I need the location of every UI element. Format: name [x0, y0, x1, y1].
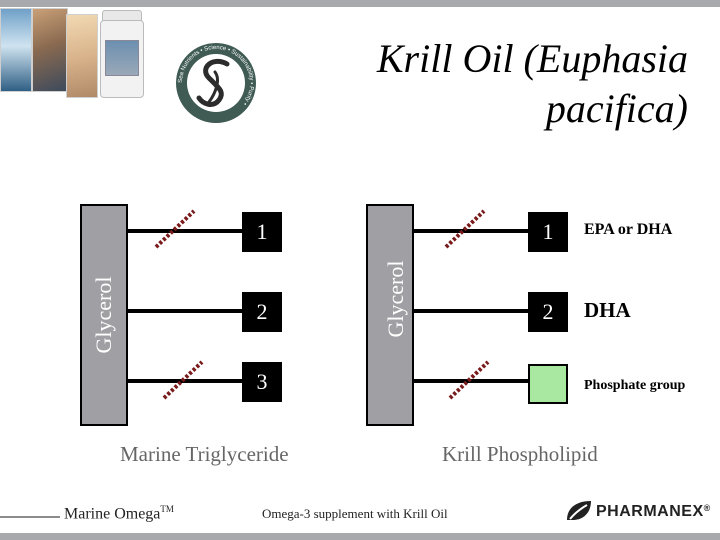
footer-trademark: TM	[160, 504, 174, 514]
top-accent-bar	[0, 0, 720, 7]
bottom-left-rule	[0, 516, 60, 518]
group-photo	[32, 8, 68, 92]
phospholipid-glycerol-label: Glycerol	[383, 199, 409, 399]
page-title: Krill Oil (Euphasia pacifica)	[290, 34, 688, 134]
triglyceride-chain-2-box: 2	[242, 292, 282, 332]
label-epa-or-dha: EPA or DHA	[584, 221, 672, 239]
label-phosphate-group: Phosphate group	[584, 378, 685, 394]
triglyceride-chain-1-box: 1	[242, 212, 282, 252]
bottom-accent-bar	[0, 533, 720, 540]
footer-tagline: Omega-3 supplement with Krill Oil	[262, 506, 448, 522]
portrait-photo	[66, 14, 98, 98]
pharmanex-registered-mark: ®	[704, 503, 711, 513]
break-mark-1	[150, 205, 200, 253]
phosphate-group-box	[528, 364, 568, 404]
triglyceride-caption: Marine Triglyceride	[120, 442, 289, 467]
break-mark-2	[158, 356, 208, 404]
nu-skin-seal-icon: Sea Nutrients • Science • Sustainability…	[175, 42, 257, 124]
triglyceride-chain-3-box: 3	[242, 362, 282, 402]
phospholipid-chain-1-box: 1	[528, 212, 568, 252]
phospholipid-chain-2	[414, 309, 528, 313]
triglyceride-chain-2	[128, 309, 242, 313]
triglyceride-glycerol-label: Glycerol	[91, 215, 117, 415]
pharmanex-brand-text: PHARMANEX	[596, 503, 704, 520]
break-mark-3	[440, 205, 490, 253]
phospholipid-caption: Krill Phospholipid	[442, 442, 598, 467]
iceberg-photo	[0, 8, 32, 92]
footer-product-text: Marine Omega	[64, 505, 160, 522]
break-mark-4	[444, 356, 494, 404]
label-dha: DHA	[584, 298, 631, 323]
footer-product-name: Marine OmegaTM	[64, 504, 174, 523]
pharmanex-brand: PHARMANEX®	[596, 503, 711, 521]
phospholipid-chain-2-box: 2	[528, 292, 568, 332]
pharmanex-leaf-icon	[564, 498, 594, 524]
supplement-bottle	[100, 10, 142, 96]
